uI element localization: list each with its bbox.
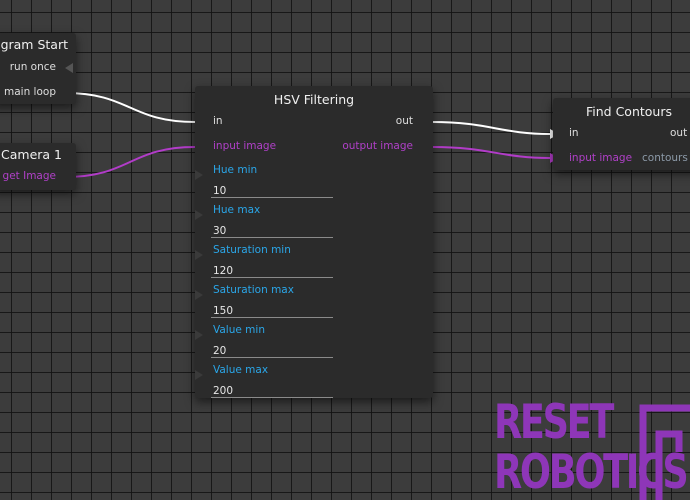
hue-max-label: Hue max — [213, 204, 261, 216]
input-image-port-label: input image — [569, 152, 633, 164]
wire-hsv-out-to-contours-in — [431, 121, 551, 135]
saturation-max-underline — [211, 317, 333, 318]
hue-max-field[interactable]: 30 — [213, 225, 227, 237]
in-port-label: in — [213, 115, 223, 127]
hue-max-underline — [211, 237, 333, 238]
value-max-port[interactable] — [195, 370, 203, 380]
run-once-port-label: run once — [9, 61, 56, 73]
camera-node[interactable]: Camera 1 get Image — [0, 143, 76, 190]
wire-hsv-output-to-contours-input — [431, 146, 551, 159]
node-title: Camera 1 — [1, 147, 62, 162]
logo-mark-icon — [639, 404, 690, 500]
wire-camera-to-hsv-input — [64, 146, 196, 178]
hue-min-underline — [211, 197, 333, 198]
saturation-min-underline — [211, 277, 333, 278]
value-min-port[interactable] — [195, 330, 203, 340]
hue-min-label: Hue min — [213, 164, 258, 176]
saturation-max-port[interactable] — [195, 290, 203, 300]
reset-robotics-logo: RESET ROBOTICS — [494, 398, 690, 500]
saturation-max-label: Saturation max — [213, 284, 294, 296]
node-title: gram Start — [0, 37, 68, 52]
input-image-port-label: input image — [213, 140, 277, 152]
out-port-label: out — [395, 115, 413, 127]
saturation-max-field[interactable]: 150 — [213, 305, 234, 317]
saturation-min-port[interactable] — [195, 250, 203, 260]
node-title: Find Contours — [586, 104, 673, 119]
value-max-label: Value max — [213, 364, 269, 376]
out-port-label: out — [670, 127, 688, 139]
value-min-underline — [211, 357, 333, 358]
value-max-underline — [211, 397, 333, 398]
contours-port-label: contours — [642, 152, 688, 164]
main-loop-port-label: main loop — [3, 86, 56, 98]
hue-max-port[interactable] — [195, 210, 203, 220]
hue-min-field[interactable]: 10 — [213, 185, 227, 197]
saturation-min-label: Saturation min — [213, 244, 291, 256]
run-once-port[interactable] — [65, 63, 73, 73]
hsv-filtering-node[interactable]: HSV Filtering in out input image output … — [195, 86, 433, 398]
value-min-label: Value min — [213, 324, 265, 336]
hue-min-port[interactable] — [195, 170, 203, 180]
saturation-min-field[interactable]: 120 — [213, 265, 234, 277]
wire-main-loop-to-hsv-in — [64, 92, 196, 123]
value-max-field[interactable]: 200 — [213, 385, 234, 397]
value-min-field[interactable]: 20 — [213, 345, 227, 357]
program-start-node[interactable]: gram Start run once main loop — [0, 33, 76, 104]
get-image-port-label: get Image — [2, 170, 56, 182]
logo-line-1: RESET — [494, 398, 614, 450]
node-title: HSV Filtering — [273, 92, 355, 107]
find-contours-node[interactable]: Find Contours in out input image contour… — [553, 98, 690, 170]
in-port-label: in — [569, 127, 579, 139]
output-image-port-label: output image — [342, 140, 413, 152]
